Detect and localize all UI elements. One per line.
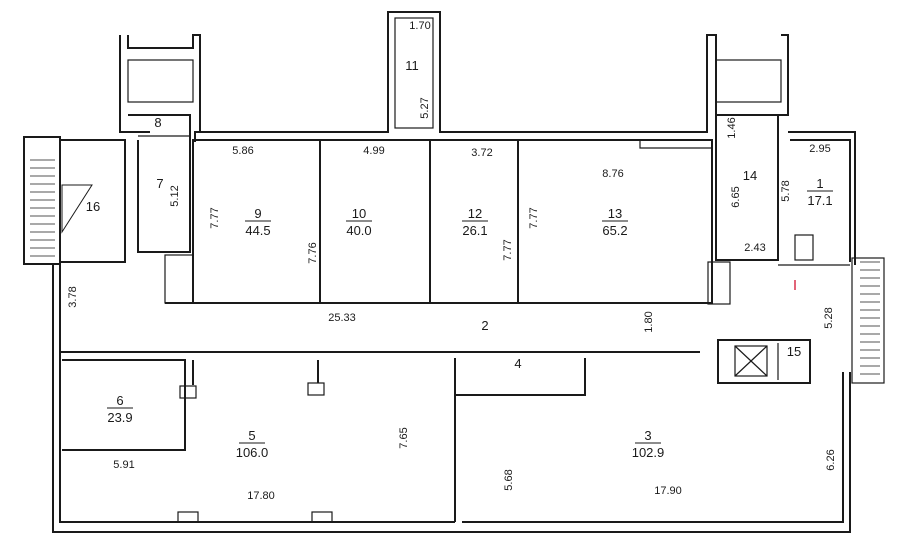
dimension-label: 5.27: [419, 97, 431, 118]
dimension-label: 7.77: [209, 207, 221, 228]
room-number: 8: [154, 115, 161, 130]
room-number: 10: [352, 206, 366, 221]
staircase-hatching: [30, 159, 880, 375]
dimension-label: 1.46: [726, 117, 738, 138]
dimension-label: 1.70: [409, 20, 430, 32]
dimension-label: 5.86: [232, 145, 253, 157]
dimension-label: 2.95: [809, 143, 830, 155]
dimension-label: 17.80: [247, 490, 275, 502]
dimension-label: 5.28: [823, 307, 835, 328]
dimension-label: 7.77: [528, 207, 540, 228]
room-area: 44.5: [245, 223, 270, 238]
dimension-label: 5.12: [169, 185, 181, 206]
room-area: 26.1: [462, 223, 487, 238]
dimension-label: 17.90: [654, 485, 682, 497]
room-number: 12: [468, 206, 482, 221]
dimension-labels: 1.70 5.27 5.86 4.99 3.72 8.76 1.46 2.95 5.12 7.77…: [67, 20, 837, 502]
room-number: 2: [481, 318, 488, 333]
dimension-label: 2.43: [744, 242, 765, 254]
room-number: 1: [816, 176, 823, 191]
room-area: 102.9: [632, 445, 665, 460]
dimension-label: 7.77: [502, 239, 514, 260]
room-area: 40.0: [346, 223, 371, 238]
dimension-label: 8.76: [602, 168, 623, 180]
room-number: 6: [116, 393, 123, 408]
dimension-label: 25.33: [328, 312, 356, 324]
room-number: 9: [254, 206, 261, 221]
room-number: 14: [743, 168, 757, 183]
dimension-label: 6.65: [730, 186, 742, 207]
room-area: 106.0: [236, 445, 269, 460]
dimension-label: 6.26: [825, 449, 837, 470]
dimension-label: 3.72: [471, 147, 492, 159]
walls: [23, 11, 885, 533]
dimension-label: 5.78: [780, 180, 792, 201]
dimension-label: 7.76: [307, 242, 319, 263]
room-number: 11: [405, 58, 419, 73]
room-number: 5: [248, 428, 255, 443]
dimension-label: 5.68: [503, 469, 515, 490]
dimension-label: 7.65: [398, 427, 410, 448]
room-number: 3: [644, 428, 651, 443]
room-number: 13: [608, 206, 622, 221]
room-area: 23.9: [107, 410, 132, 425]
room-number: 4: [514, 356, 521, 371]
room-number: 7: [156, 176, 163, 191]
stair-landing: [61, 184, 93, 234]
dimension-label: 4.99: [363, 145, 384, 157]
room-labels: 1 17.1 2 3 102.9 4 5 106.0 6 23.9 7 8 9 44.5 10 40.0 11 1…: [86, 58, 833, 460]
dimension-label: 3.78: [67, 286, 79, 307]
room-number: 16: [86, 199, 100, 214]
room-area: 17.1: [807, 193, 832, 208]
room-number: 15: [787, 344, 801, 359]
dimension-label: 1.80: [643, 311, 655, 332]
dimension-label: 5.91: [113, 459, 134, 471]
room-area: 65.2: [602, 223, 627, 238]
